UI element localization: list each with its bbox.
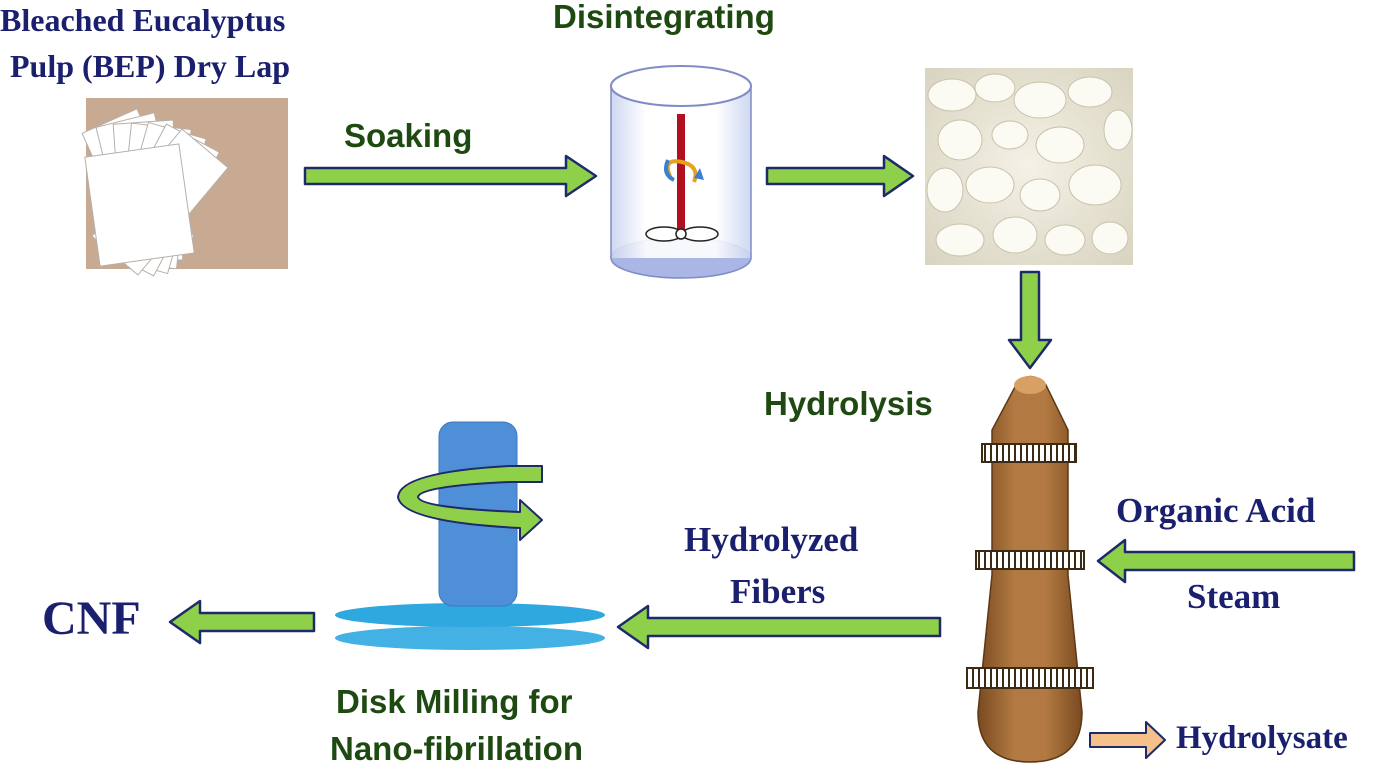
disk-milling-label-line1: Disk Milling for xyxy=(336,683,573,720)
hydrolyzed-fibers-label-line2: Fibers xyxy=(730,572,826,611)
hydrolyzed-fibers-arrow xyxy=(616,604,942,650)
disk-milling-label-line2: Nano-fibrillation xyxy=(330,730,583,767)
acid-steam-arrow xyxy=(1096,538,1356,584)
soaking-label: Soaking xyxy=(344,117,473,154)
to-pulp-arrow xyxy=(765,154,915,198)
hydrolysate-arrow xyxy=(1089,721,1166,759)
source-label-line2: Pulp (BEP) Dry Lap xyxy=(10,48,291,84)
down-arrow-hydrolysis xyxy=(1007,270,1053,370)
hydrolysis-reactor-icon xyxy=(966,375,1094,763)
source-label-line1: Bleached Eucalyptus xyxy=(0,2,286,38)
cnf-arrow xyxy=(168,599,316,645)
disintegrator-vessel-icon xyxy=(610,65,752,279)
hydrolysate-label: Hydrolysate xyxy=(1176,720,1348,756)
organic-acid-label: Organic Acid xyxy=(1116,491,1316,530)
hydrolysis-label: Hydrolysis xyxy=(764,385,933,422)
hydrolyzed-fibers-label-line1: Hydrolyzed xyxy=(684,520,859,559)
pulp-sheets-image xyxy=(81,98,288,277)
cnf-label: CNF xyxy=(42,592,141,645)
steam-label: Steam xyxy=(1187,577,1281,616)
disintegrated-pulp-image xyxy=(925,68,1133,265)
disintegrating-label: Disintegrating xyxy=(553,0,775,35)
soaking-arrow xyxy=(303,154,598,198)
disk-mill-icon xyxy=(335,421,605,650)
